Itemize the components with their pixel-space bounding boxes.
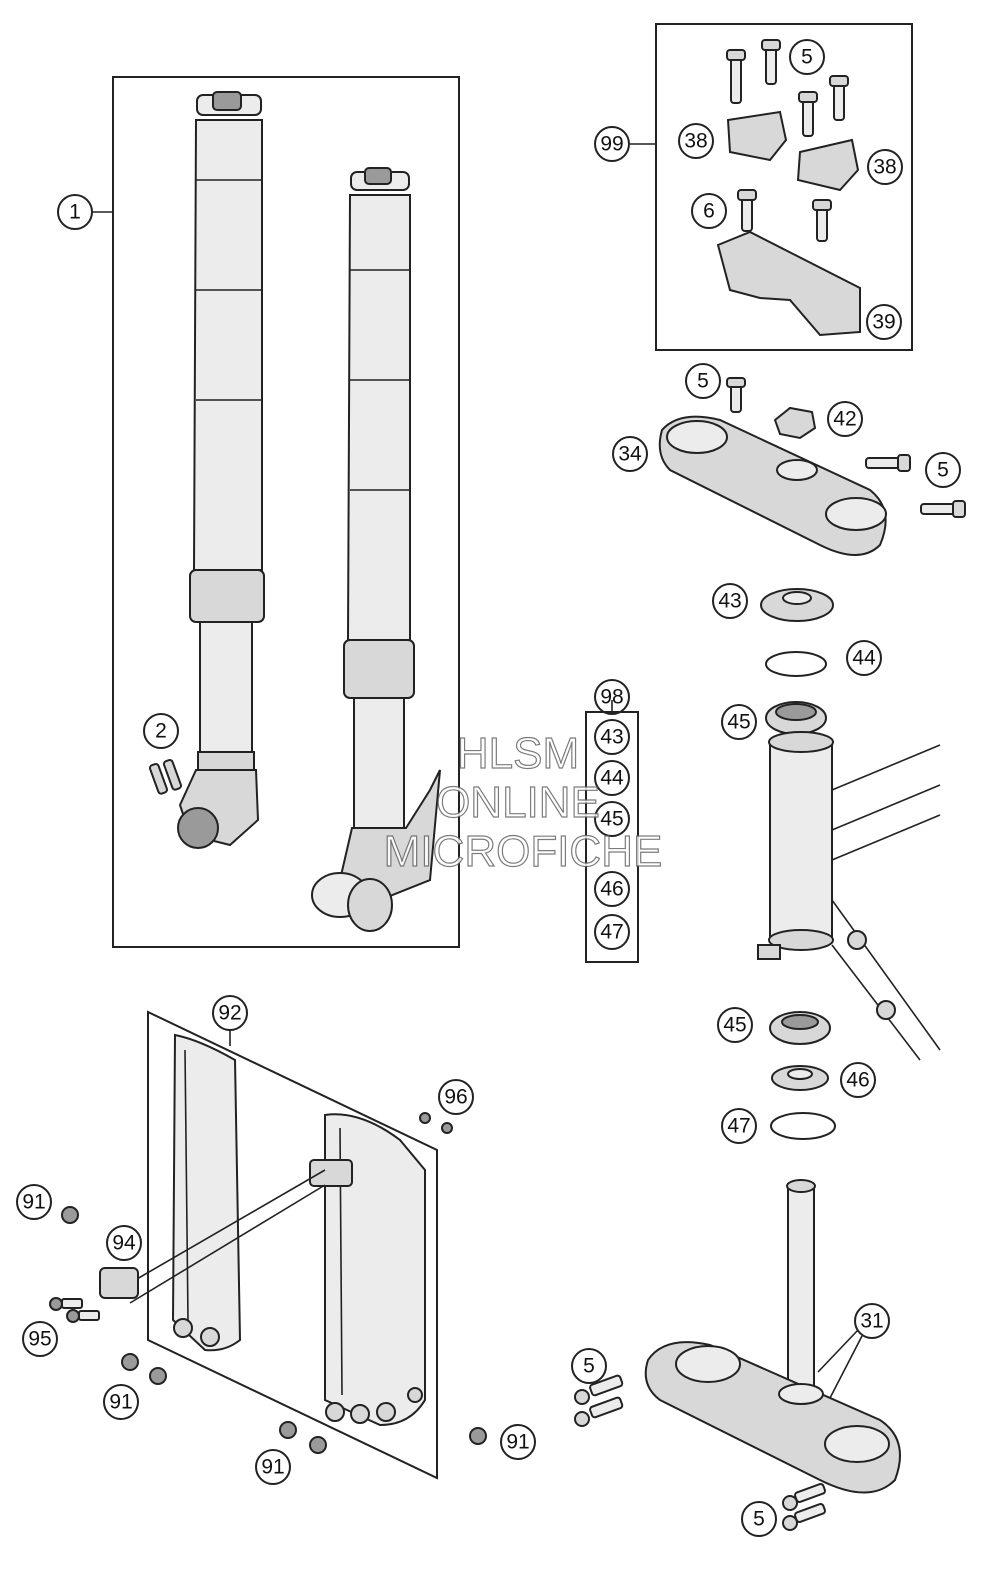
callout-label: 5 xyxy=(583,1355,595,1378)
svg-text:MICROFICHE: MICROFICHE xyxy=(384,827,663,876)
left-fork-leg xyxy=(177,91,265,849)
guard-screws xyxy=(61,1112,487,1454)
callout-label: 5 xyxy=(697,370,709,393)
callout-label: 5 xyxy=(753,1508,765,1531)
callout-45[interactable]: 45 xyxy=(717,1007,753,1043)
callout-39[interactable]: 39 xyxy=(866,304,902,340)
kit-item-43[interactable]: 43 xyxy=(594,719,630,755)
callout-43[interactable]: 43 xyxy=(712,583,748,619)
callout-6[interactable]: 6 xyxy=(691,193,727,229)
callout-31[interactable]: 31 xyxy=(854,1303,890,1339)
kit-item-47[interactable]: 47 xyxy=(594,914,630,950)
callout-34[interactable]: 34 xyxy=(612,436,648,472)
callout-45[interactable]: 45 xyxy=(721,704,757,740)
callout-1[interactable]: 1 xyxy=(57,194,93,230)
callout-label: 98 xyxy=(600,686,623,709)
callout-label: 46 xyxy=(600,878,623,901)
callout-46[interactable]: 46 xyxy=(840,1062,876,1098)
guide-screws xyxy=(49,1297,100,1323)
clamp-bolts-top xyxy=(726,39,849,137)
callout-38[interactable]: 38 xyxy=(678,123,714,159)
callout-95[interactable]: 95 xyxy=(22,1321,58,1357)
callout-5[interactable]: 5 xyxy=(925,452,961,488)
callout-99[interactable]: 99 xyxy=(594,126,630,162)
right-fork-leg xyxy=(311,167,441,932)
callout-47[interactable]: 47 xyxy=(721,1108,757,1144)
callout-5[interactable]: 5 xyxy=(571,1348,607,1384)
callout-label: 1 xyxy=(69,201,81,224)
callout-label: 38 xyxy=(684,130,707,153)
callout-91[interactable]: 91 xyxy=(103,1384,139,1420)
callout-label: 47 xyxy=(727,1115,750,1138)
callout-label: 99 xyxy=(600,133,623,156)
callout-42[interactable]: 42 xyxy=(827,401,863,437)
callout-label: 43 xyxy=(718,590,741,613)
callout-label: 94 xyxy=(112,1232,136,1255)
callout-label: 2 xyxy=(155,720,167,743)
upper-bearing-stack xyxy=(760,588,834,735)
right-fork-guard xyxy=(309,1113,426,1427)
brake-hose-guide xyxy=(99,1267,139,1299)
upper-clamp-left xyxy=(726,110,788,162)
callout-label: 5 xyxy=(937,459,949,482)
lower-clamp-base xyxy=(716,230,861,337)
lower-bearing-stack xyxy=(769,1011,836,1140)
fork-guard-panel xyxy=(147,1010,438,1480)
callout-label: 91 xyxy=(109,1391,132,1414)
callout-label: 45 xyxy=(600,808,623,831)
callout-5[interactable]: 5 xyxy=(685,363,721,399)
kit-item-44[interactable]: 44 xyxy=(594,760,630,796)
callout-label: 92 xyxy=(218,1002,241,1025)
fork-assembly-frame xyxy=(112,76,460,948)
callout-label: 44 xyxy=(852,647,876,670)
callout-91[interactable]: 91 xyxy=(16,1184,52,1220)
callout-38[interactable]: 38 xyxy=(867,149,903,185)
callout-label: 39 xyxy=(872,311,895,334)
axle-clamp-bolts xyxy=(148,759,182,795)
callout-5[interactable]: 5 xyxy=(741,1501,777,1537)
callout-label: 31 xyxy=(860,1310,883,1333)
callout-label: 45 xyxy=(723,1014,746,1037)
callout-98[interactable]: 98 xyxy=(594,679,630,715)
callout-label: 96 xyxy=(444,1086,467,1109)
callout-label: 91 xyxy=(261,1456,284,1479)
callout-label: 42 xyxy=(833,408,856,431)
lower-clamp-bolts-bottom xyxy=(782,1483,826,1531)
callout-label: 43 xyxy=(600,726,623,749)
watermark: HLSM ONLINE MICROFICHE xyxy=(383,728,663,876)
callout-label: 34 xyxy=(618,443,642,466)
left-fork-guard xyxy=(171,1033,242,1352)
kit-item-46[interactable]: 46 xyxy=(594,871,630,907)
upper-triple-clamp xyxy=(658,377,966,556)
handlebar-clamp-kit-frame xyxy=(655,23,913,351)
lower-triple-clamp xyxy=(644,1179,901,1494)
callout-label: 44 xyxy=(600,767,624,790)
callout-96[interactable]: 96 xyxy=(438,1079,474,1115)
callout-92[interactable]: 92 xyxy=(212,995,248,1031)
callout-label: 91 xyxy=(506,1431,529,1454)
callout-label: 95 xyxy=(28,1328,51,1351)
frame-steering-head xyxy=(757,731,941,1061)
callout-label: 6 xyxy=(703,200,715,223)
svg-text:ONLINE: ONLINE xyxy=(436,778,600,827)
lower-clamp-bolts-left xyxy=(574,1374,624,1427)
callout-label: 46 xyxy=(846,1069,869,1092)
clamp-bolts-mid xyxy=(737,189,832,242)
kit-item-45[interactable]: 45 xyxy=(594,801,630,837)
callout-91[interactable]: 91 xyxy=(255,1449,291,1485)
callout-label: 91 xyxy=(22,1191,45,1214)
upper-clamp-right xyxy=(796,138,860,192)
callout-91[interactable]: 91 xyxy=(500,1424,536,1460)
callout-94[interactable]: 94 xyxy=(106,1225,142,1261)
callout-5[interactable]: 5 xyxy=(789,39,825,75)
callout-2[interactable]: 2 xyxy=(143,713,179,749)
svg-text:HLSM: HLSM xyxy=(457,729,579,778)
callout-label: 45 xyxy=(727,711,750,734)
callout-label: 47 xyxy=(600,921,623,944)
callout-label: 38 xyxy=(873,156,896,179)
callout-label: 5 xyxy=(801,46,813,69)
callout-44[interactable]: 44 xyxy=(846,640,882,676)
